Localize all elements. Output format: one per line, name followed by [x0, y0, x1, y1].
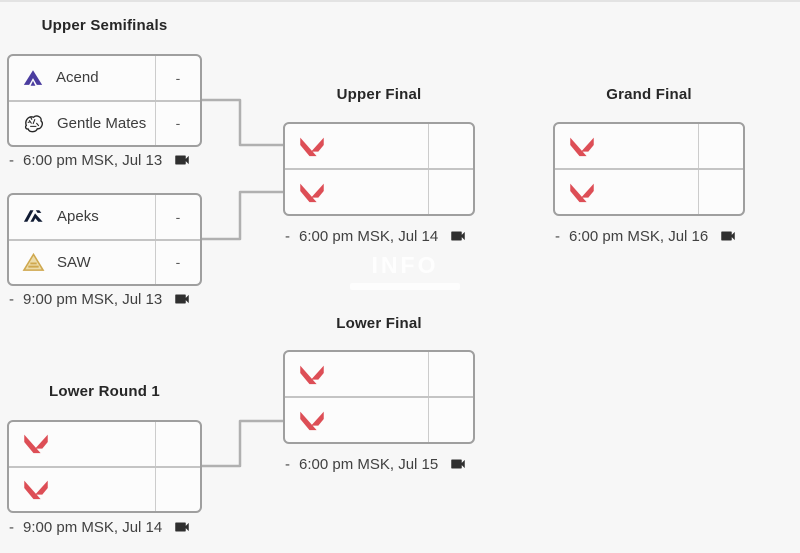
stream-camera-icon[interactable] [173, 518, 191, 536]
team-row-tbd [555, 124, 743, 168]
time-dash: - [9, 151, 14, 169]
team-score [698, 170, 743, 214]
round-title-upper-semifinals: Upper Semifinals [41, 17, 168, 34]
time-dash: - [285, 227, 290, 245]
valorant-logo [298, 364, 326, 385]
round-title-upper-final: Upper Final [336, 86, 422, 103]
team-name: Acend [56, 69, 99, 87]
match-upper-semi-1[interactable]: Acend - Gentle Mates - [7, 54, 202, 147]
match-time-upper-semi-1: - 6:00 pm MSK, Jul 13 [9, 151, 209, 169]
valorant-logo [568, 136, 596, 157]
team-row-tbd [285, 396, 473, 442]
team-score: - [155, 101, 200, 145]
match-lower-round-1[interactable] [7, 420, 202, 513]
apeks-logo [22, 205, 45, 228]
time-text: 9:00 pm MSK, Jul 13 [23, 290, 163, 308]
acend-logo [22, 67, 44, 89]
team-row-apeks: Apeks - [9, 195, 200, 239]
valorant-logo [22, 479, 50, 500]
team-row-gentle-mates: Gentle Mates - [9, 99, 200, 145]
saw-logo [22, 251, 45, 274]
stream-camera-icon[interactable] [449, 455, 467, 473]
team-row-tbd [285, 168, 473, 214]
team-score [428, 170, 473, 214]
team-row-saw: SAW - [9, 238, 200, 284]
stream-camera-icon[interactable] [173, 151, 191, 169]
team-score: - [155, 240, 200, 284]
time-text: 9:00 pm MSK, Jul 14 [23, 518, 163, 536]
team-score [698, 124, 743, 168]
match-lower-final[interactable] [283, 350, 475, 444]
match-upper-semi-2[interactable]: Apeks - SAW - [7, 193, 202, 286]
time-dash: - [555, 227, 560, 245]
match-upper-final[interactable] [283, 122, 475, 216]
time-dash: - [9, 290, 14, 308]
team-row-tbd [285, 352, 473, 396]
team-row-tbd [9, 465, 200, 511]
round-title-lower-final: Lower Final [336, 315, 422, 332]
stream-camera-icon[interactable] [173, 290, 191, 308]
match-grand-final[interactable] [553, 122, 745, 216]
team-score: - [155, 56, 200, 100]
team-score: - [155, 195, 200, 239]
top-divider [0, 0, 800, 2]
valorant-logo [298, 182, 326, 203]
team-row-tbd [9, 422, 200, 466]
site-watermark: INFO [330, 252, 480, 290]
team-name: SAW [57, 253, 91, 271]
time-text: 6:00 pm MSK, Jul 13 [23, 151, 163, 169]
time-text: 6:00 pm MSK, Jul 16 [569, 227, 709, 245]
match-time-upper-final: - 6:00 pm MSK, Jul 14 [285, 227, 485, 245]
valorant-logo [568, 182, 596, 203]
match-time-grand-final: - 6:00 pm MSK, Jul 16 [555, 227, 755, 245]
round-title-grand-final: Grand Final [606, 86, 692, 103]
time-dash: - [285, 455, 290, 473]
team-row-tbd [285, 124, 473, 168]
time-dash: - [9, 518, 14, 536]
team-row-tbd [555, 168, 743, 214]
stream-camera-icon[interactable] [719, 227, 737, 245]
team-score [155, 467, 200, 511]
team-score [428, 398, 473, 442]
stream-camera-icon[interactable] [449, 227, 467, 245]
match-time-upper-semi-2: - 9:00 pm MSK, Jul 13 [9, 290, 209, 308]
valorant-logo [298, 136, 326, 157]
team-name: Apeks [57, 208, 99, 226]
team-name: Gentle Mates [57, 114, 147, 132]
team-row-acend: Acend - [9, 56, 200, 100]
team-score [428, 352, 473, 396]
gentle-mates-logo [22, 112, 45, 135]
team-score [155, 422, 200, 466]
time-text: 6:00 pm MSK, Jul 14 [299, 227, 439, 245]
round-title-lower-round-1: Lower Round 1 [49, 383, 160, 400]
valorant-logo [298, 410, 326, 431]
match-time-lower-round-1: - 9:00 pm MSK, Jul 14 [9, 518, 209, 536]
match-time-lower-final: - 6:00 pm MSK, Jul 15 [285, 455, 485, 473]
valorant-logo [22, 433, 50, 454]
team-score [428, 124, 473, 168]
time-text: 6:00 pm MSK, Jul 15 [299, 455, 439, 473]
